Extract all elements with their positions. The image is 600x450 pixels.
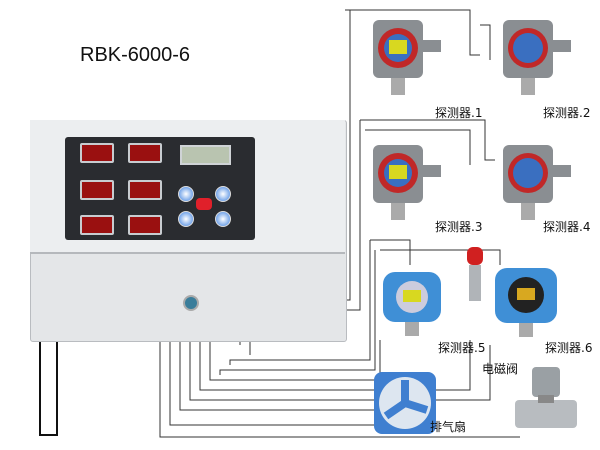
alarm-lamp-image [467,247,483,301]
lock-icon [183,295,199,311]
wire-detector-1 [345,9,480,56]
detector-5-image [383,272,441,336]
detector-3-image [373,145,441,220]
button-1[interactable] [178,186,194,202]
fan-label: 排气扇 [430,420,467,434]
display-5 [80,215,114,235]
mute-button[interactable] [196,198,212,210]
wire-detector-3 [360,119,495,161]
button-2[interactable] [215,186,231,202]
detector-2-label: 探测器.2 [543,106,591,120]
detector-1-label: 探测器.1 [435,106,483,120]
wire-detector-5 [370,239,411,265]
button-3[interactable] [178,211,194,227]
detector-3-label: 探测器.3 [435,220,483,234]
detector-1-image [373,20,441,95]
model-title: RBK-6000-6 [80,44,191,66]
detector-2-image [503,20,571,95]
exhaust-fan-image [374,372,436,434]
detector-6-label: 探测器.6 [545,341,593,355]
wire-detector-6 [380,249,501,265]
display-1 [80,143,114,163]
solenoid-valve-image [515,367,577,428]
detector-4-image [503,145,571,220]
display-2 [128,143,162,163]
valve-label: 电磁阀 [482,362,519,376]
display-3 [80,180,114,200]
button-4[interactable] [215,211,231,227]
detector-5-label: 探测器.5 [438,341,486,355]
display-4 [128,180,162,200]
lcd-screen [180,145,231,165]
detector-6-image [495,268,557,337]
display-6 [128,215,162,235]
detector-4-label: 探测器.4 [543,220,591,234]
